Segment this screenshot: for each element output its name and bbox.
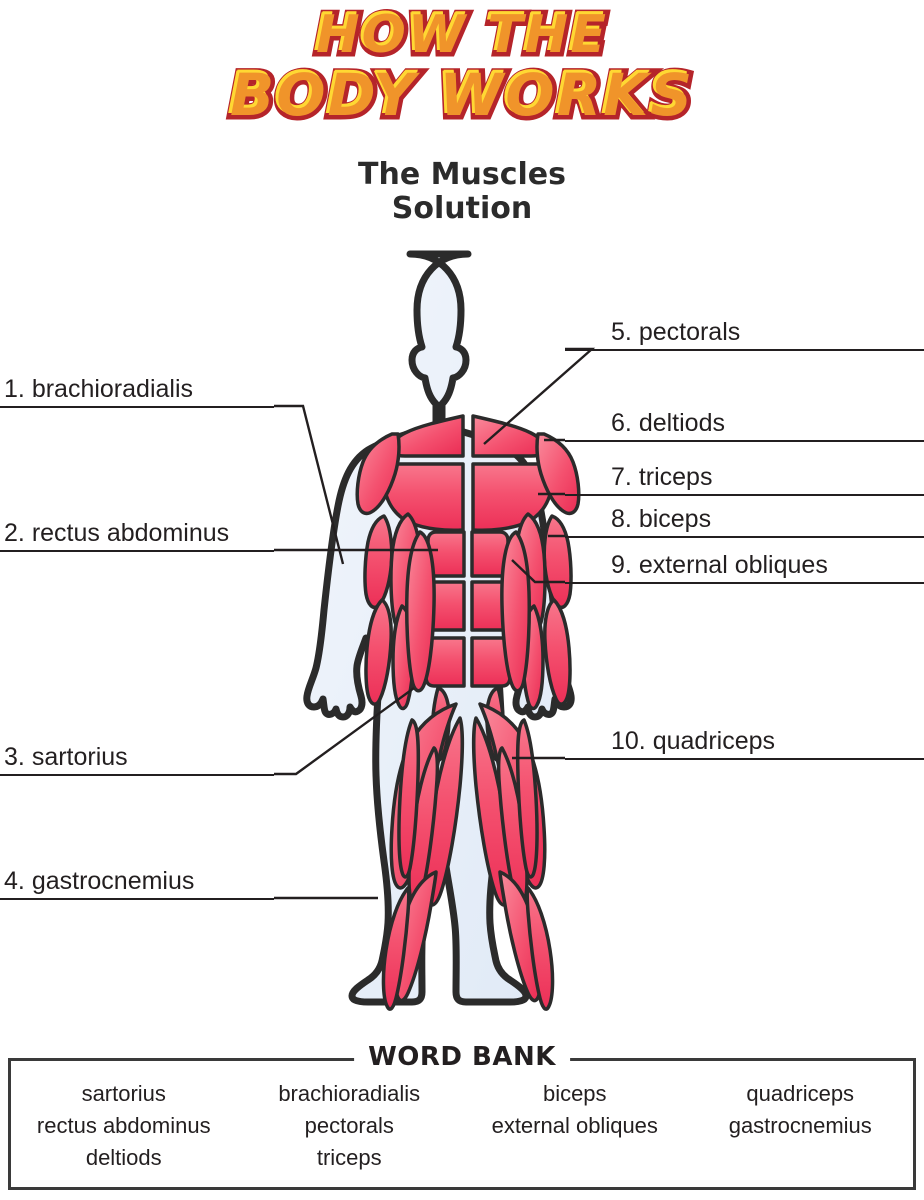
word-bank-word[interactable]: sartorius <box>81 1081 166 1106</box>
answer-number-6: 6. <box>611 409 632 437</box>
body-diagram-svg <box>303 250 581 1011</box>
answer-number-7: 7. <box>611 463 632 491</box>
word-bank-word[interactable]: rectus abdominus <box>36 1113 211 1138</box>
word-bank-column-2: brachioradialis pectorals triceps <box>237 1078 463 1187</box>
answer-line-2[interactable]: 2. rectus abdominus <box>0 519 274 552</box>
answer-label-9: external obliques <box>638 551 828 579</box>
logo-banner: HOW THE BODY WORKS <box>0 2 924 131</box>
answer-line-8[interactable]: 8. biceps <box>565 505 924 538</box>
answer-label-6: deltiods <box>638 409 725 437</box>
word-bank-word[interactable]: biceps <box>542 1081 607 1106</box>
answer-number-1: 1. <box>4 375 25 403</box>
word-bank-word[interactable]: external obliques <box>491 1113 658 1138</box>
answer-number-4: 4. <box>4 867 25 895</box>
word-bank-title: WORD BANK <box>354 1042 570 1072</box>
answer-line-4[interactable]: 4. gastrocnemius <box>0 867 274 900</box>
answer-label-5: pectorals <box>638 318 741 346</box>
page-title-line-2: Solution <box>391 191 533 226</box>
answer-line-1[interactable]: 1. brachioradialis <box>0 375 274 408</box>
muscular-system-figure <box>288 248 648 1038</box>
answer-number-10: 10. <box>611 727 646 755</box>
answer-number-3: 3. <box>4 743 25 771</box>
logo-line-1: HOW THE <box>312 2 611 69</box>
answer-number-2: 2. <box>4 519 25 547</box>
answer-label-3: sartorius <box>31 743 128 771</box>
answer-line-6[interactable]: 6. deltiods <box>565 409 924 442</box>
word-bank-word[interactable]: pectorals <box>304 1113 394 1138</box>
deltoids-muscle <box>355 432 581 516</box>
word-bank-word[interactable]: gastrocnemius <box>728 1113 872 1138</box>
answer-label-2: rectus abdominus <box>31 519 230 547</box>
word-bank-word[interactable]: brachioradialis <box>278 1081 421 1106</box>
answer-line-9[interactable]: 9. external obliques <box>565 551 924 584</box>
logo-line-2: BODY WORKS <box>225 60 696 131</box>
answer-line-10[interactable]: 10. quadriceps <box>565 727 924 760</box>
answer-label-7: triceps <box>638 463 713 491</box>
page-title-line-1: The Muscles <box>358 157 566 192</box>
answer-label-8: biceps <box>638 505 712 533</box>
answer-number-8: 8. <box>611 505 632 533</box>
page-title: The Muscles Solution <box>0 158 924 226</box>
answer-line-5[interactable]: 5. pectorals <box>565 318 924 351</box>
answer-number-5: 5. <box>611 318 632 346</box>
answer-label-4: gastrocnemius <box>31 867 195 895</box>
answer-label-10: quadriceps <box>652 727 776 755</box>
word-bank-word[interactable]: deltiods <box>85 1145 162 1170</box>
word-bank-word[interactable]: triceps <box>316 1145 382 1170</box>
answer-line-3[interactable]: 3. sartorius <box>0 743 274 776</box>
word-bank-column-3: biceps external obliques <box>462 1078 688 1187</box>
word-bank-column-4: quadriceps gastrocnemius <box>688 1078 914 1187</box>
gastrocnemius-muscle <box>381 870 555 1011</box>
answer-number-9: 9. <box>611 551 632 579</box>
answer-label-1: brachioradialis <box>31 375 194 403</box>
word-bank-column-1: sartorius rectus abdominus deltiods <box>11 1078 237 1187</box>
word-bank-word[interactable]: quadriceps <box>746 1081 855 1106</box>
word-bank-columns: sartorius rectus abdominus deltiods brac… <box>11 1061 913 1187</box>
answer-line-7[interactable]: 7. triceps <box>565 463 924 496</box>
word-bank-box: WORD BANK sartorius rectus abdominus del… <box>8 1042 916 1190</box>
